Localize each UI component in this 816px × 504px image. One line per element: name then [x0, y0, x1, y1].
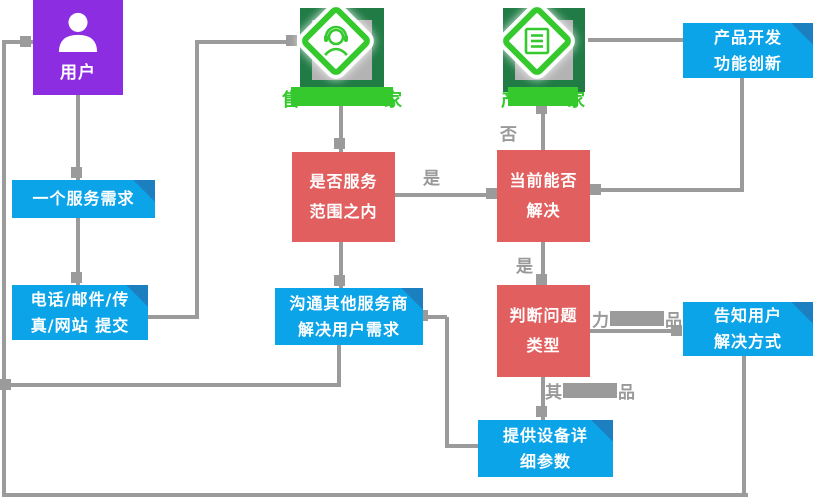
label-prefix: 其 — [545, 383, 562, 403]
arrow-marker — [20, 36, 31, 47]
edge-label-yes: 是 — [423, 169, 440, 189]
connector-vendors-to-rail — [2, 383, 341, 387]
node-label-line2: 解决用户需求 — [297, 319, 400, 339]
arrow-marker — [590, 184, 601, 195]
node-in-scope[interactable]: 是否服务 范围之内 — [292, 152, 395, 242]
connector-solve-no-up — [541, 106, 545, 150]
page-fold — [791, 23, 813, 45]
node-user-label: 用户 — [60, 62, 96, 83]
connector-params-left — [447, 444, 478, 448]
node-problem-type[interactable]: 判断问题 类型 — [497, 285, 590, 377]
arrow-marker — [286, 35, 297, 46]
connector-submit-right — [148, 315, 197, 319]
arrow-marker — [536, 103, 547, 114]
node-device-params[interactable]: 提供设备详 细参数 — [478, 420, 613, 477]
document-icon — [500, 4, 574, 78]
edge-label-own-product: 力 品 — [592, 306, 682, 331]
gray-redaction-bar — [610, 311, 664, 326]
page-fold — [591, 420, 613, 442]
connector-scope-yes — [395, 193, 497, 197]
node-label-line1: 当前能否 — [509, 171, 578, 190]
node-inform-user[interactable]: 告知用户 解决方式 — [683, 302, 813, 356]
arrow-marker — [671, 325, 682, 336]
connector-expert-to-scope — [339, 104, 343, 152]
connector-expert2-to-dev — [588, 38, 683, 42]
connector-scope-no-down — [339, 242, 343, 288]
connector-type-to-inform — [590, 329, 678, 333]
connector-bottom-rail — [2, 493, 748, 497]
node-product-dev[interactable]: 产品开发 功能创新 — [683, 23, 813, 78]
arrow-marker — [71, 272, 82, 283]
connector-dev-down — [740, 77, 744, 192]
node-label-line1: 产品开发 — [713, 27, 782, 47]
arrow-marker — [536, 274, 547, 285]
edge-label-yes: 是 — [516, 257, 533, 277]
connector-vendors-down — [337, 345, 341, 387]
node-user[interactable]: 用户 — [33, 0, 123, 95]
node-other-vendors[interactable]: 沟通其他服务商 解决用户需求 — [275, 288, 423, 345]
arrow-marker — [334, 275, 345, 286]
gray-redaction-bar — [563, 383, 617, 398]
node-label: 一个服务需求 — [32, 189, 135, 208]
connector-left-rail — [2, 40, 6, 497]
node-label-line1: 告知用户 — [713, 306, 782, 325]
connector-into-user — [4, 40, 33, 44]
node-label-line1: 电话/邮件/传 — [30, 289, 130, 309]
connector-solve-yes-down — [541, 242, 545, 285]
arrow-marker — [71, 167, 82, 178]
node-submit-channels[interactable]: 电话/邮件/传 真/网站 提交 — [12, 285, 148, 340]
node-label-line1: 沟通其他服务商 — [289, 293, 409, 313]
node-can-solve[interactable]: 当前能否 解决 — [497, 150, 590, 242]
node-service-need[interactable]: 一个服务需求 — [12, 180, 155, 218]
arrow-marker — [0, 379, 11, 390]
node-label-line1: 提供设备详 — [502, 425, 588, 445]
page-fold — [133, 180, 155, 202]
node-label-line2: 功能创新 — [713, 53, 782, 73]
green-redaction-bar — [508, 87, 578, 106]
page-fold — [791, 302, 813, 324]
product-expert-label: 产 家 — [501, 86, 585, 111]
connector-to-service-expert — [195, 40, 295, 44]
label-suffix: 品 — [618, 383, 635, 403]
person-icon — [55, 10, 101, 56]
node-label-line2: 解决方式 — [713, 332, 782, 351]
page-fold — [126, 285, 148, 307]
label-prefix: 力 — [592, 311, 609, 331]
connector-params-up — [445, 317, 449, 448]
edge-label-other-product: 其 品 — [545, 378, 635, 403]
connector-type-to-params — [541, 377, 545, 420]
connector-dev-to-solve — [597, 188, 744, 192]
connector-need-to-submit — [76, 218, 80, 285]
connector-user-to-need — [76, 95, 80, 180]
headset-agent-icon — [299, 4, 373, 78]
connector-submit-up — [195, 40, 199, 319]
arrow-marker — [334, 138, 345, 149]
node-label-line2: 细参数 — [519, 451, 571, 471]
edge-label-no: 否 — [500, 125, 517, 145]
connector-into-vendors-right — [423, 315, 447, 319]
arrow-marker — [536, 406, 547, 417]
page-fold — [401, 288, 423, 310]
connector-inform-user-down — [742, 355, 746, 497]
arrow-marker — [486, 188, 497, 199]
node-label-line1: 判断问题 — [509, 306, 578, 325]
service-expert-label: 售 家 — [282, 86, 402, 111]
node-label-line2: 解决 — [526, 201, 561, 220]
node-label-line2: 真/网站 提交 — [30, 315, 130, 335]
node-label-line1: 是否服务 — [309, 172, 378, 191]
label-suffix: 品 — [665, 311, 682, 331]
node-label-line2: 范围之内 — [309, 202, 378, 221]
node-label-line2: 类型 — [526, 336, 561, 355]
green-redaction-bar — [291, 87, 393, 106]
